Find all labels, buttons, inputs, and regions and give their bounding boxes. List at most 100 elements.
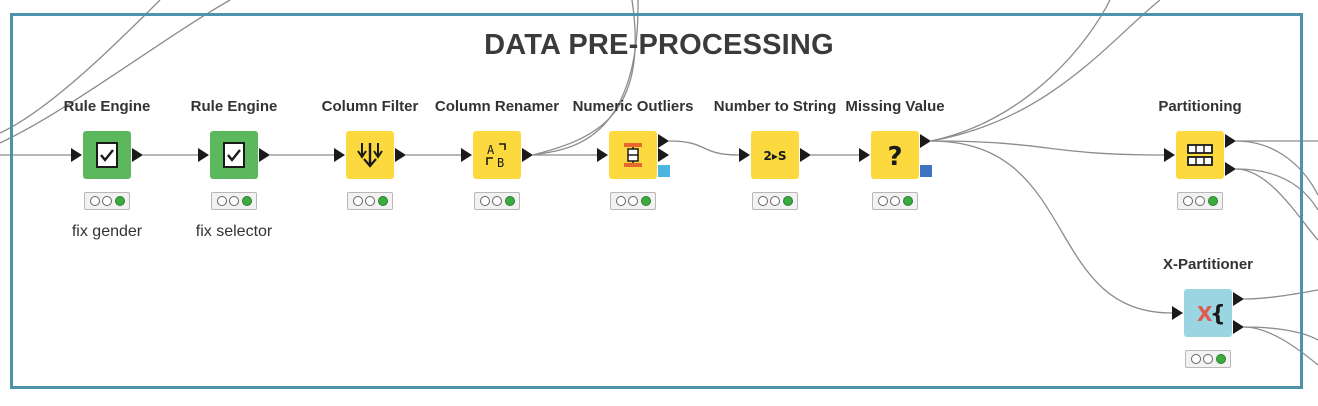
output-port[interactable] bbox=[522, 148, 533, 162]
svg-text:B: B bbox=[497, 156, 504, 170]
input-port[interactable] bbox=[334, 148, 345, 162]
status-light-off bbox=[615, 196, 626, 206]
connection-line[interactable] bbox=[930, 140, 1165, 156]
node-label-missing-value: Missing Value bbox=[845, 98, 945, 115]
outgoing-connection[interactable] bbox=[930, 0, 1111, 142]
column-filter-icon bbox=[346, 131, 394, 184]
svg-text:?: ? bbox=[887, 142, 902, 172]
node-comment-rule-engine-1[interactable]: fix gender bbox=[71, 223, 143, 240]
status-light-off bbox=[1203, 354, 1213, 364]
status-light-off bbox=[352, 196, 363, 206]
number-to-string-icon: 2▸S bbox=[751, 131, 799, 184]
node-x-partitioner[interactable]: X{ bbox=[1184, 289, 1232, 337]
output-port[interactable] bbox=[132, 148, 143, 162]
missing-value-icon: ? bbox=[871, 131, 919, 184]
output-port[interactable] bbox=[1225, 162, 1236, 176]
status-light-green bbox=[504, 196, 515, 206]
node-status-number-to-string bbox=[752, 192, 798, 210]
model-output-port[interactable] bbox=[920, 165, 932, 177]
input-port[interactable] bbox=[71, 148, 82, 162]
status-light-green bbox=[640, 196, 651, 206]
status-light-green bbox=[902, 196, 913, 206]
model-output-port[interactable] bbox=[658, 165, 670, 177]
node-label-rule-engine-2: Rule Engine bbox=[190, 98, 278, 115]
node-label-column-renamer: Column Renamer bbox=[434, 98, 560, 115]
node-label-partitioning: Partitioning bbox=[1158, 98, 1242, 115]
input-port[interactable] bbox=[198, 148, 209, 162]
node-status-missing-value bbox=[872, 192, 918, 210]
node-label-x-partitioner: X-Partitioner bbox=[1162, 256, 1253, 273]
status-light-green bbox=[782, 196, 793, 206]
status-light-off bbox=[770, 196, 780, 206]
node-label-numeric-outliers: Numeric Outliers bbox=[572, 98, 694, 115]
output-port[interactable] bbox=[800, 148, 811, 162]
status-light-off bbox=[890, 196, 900, 206]
status-light-off bbox=[102, 196, 112, 206]
input-port[interactable] bbox=[739, 148, 750, 162]
status-light-green bbox=[1215, 354, 1226, 364]
node-comment-rule-engine-2[interactable]: fix selector bbox=[195, 223, 273, 240]
status-light-off bbox=[757, 196, 768, 206]
output-port[interactable] bbox=[395, 148, 406, 162]
svg-text:A: A bbox=[487, 143, 495, 157]
outgoing-connection[interactable] bbox=[1235, 168, 1318, 241]
input-port[interactable] bbox=[597, 148, 608, 162]
input-port[interactable] bbox=[461, 148, 472, 162]
status-light-off bbox=[365, 196, 375, 206]
outgoing-connection[interactable] bbox=[1243, 326, 1318, 366]
output-port[interactable] bbox=[1225, 134, 1236, 148]
node-status-x-partitioner bbox=[1185, 350, 1231, 368]
node-rule-engine-2[interactable] bbox=[210, 131, 258, 179]
node-status-partitioning bbox=[1177, 192, 1223, 210]
node-status-column-filter bbox=[347, 192, 393, 210]
outgoing-connection[interactable] bbox=[1235, 140, 1318, 196]
svg-text:X: X bbox=[1197, 302, 1213, 326]
node-partitioning[interactable] bbox=[1176, 131, 1224, 179]
annotation-title: DATA PRE-PROCESSING bbox=[484, 29, 834, 61]
status-light-green bbox=[377, 196, 388, 206]
node-column-filter[interactable] bbox=[346, 131, 394, 179]
status-light-green bbox=[241, 196, 252, 206]
node-status-column-renamer bbox=[474, 192, 520, 210]
status-light-off bbox=[877, 196, 888, 206]
output-port[interactable] bbox=[920, 134, 931, 148]
x-partitioner-icon: X{ bbox=[1184, 289, 1232, 337]
node-number-to-string[interactable]: 2▸S bbox=[751, 131, 799, 179]
output-port[interactable] bbox=[259, 148, 270, 162]
svg-text:2▸S: 2▸S bbox=[763, 149, 786, 163]
outgoing-connection[interactable] bbox=[532, 0, 636, 156]
node-numeric-outliers[interactable] bbox=[609, 131, 657, 179]
output-port[interactable] bbox=[1233, 292, 1244, 306]
input-port[interactable] bbox=[1172, 306, 1183, 320]
status-light-off bbox=[229, 196, 239, 206]
connection-line[interactable] bbox=[668, 140, 740, 156]
status-light-off bbox=[1190, 354, 1201, 364]
input-port[interactable] bbox=[1164, 148, 1175, 162]
ports-layer bbox=[71, 134, 1244, 334]
node-missing-value[interactable]: ? bbox=[871, 131, 919, 179]
rule-engine-icon bbox=[210, 131, 258, 184]
outgoing-connection[interactable] bbox=[1235, 168, 1318, 211]
node-label-rule-engine-1: Rule Engine bbox=[63, 98, 151, 115]
node-status-rule-engine-1 bbox=[84, 192, 130, 210]
connection-line[interactable] bbox=[930, 140, 1173, 314]
incoming-connection[interactable] bbox=[0, 0, 231, 144]
output-port[interactable] bbox=[1233, 320, 1244, 334]
input-port[interactable] bbox=[859, 148, 870, 162]
status-light-green bbox=[114, 196, 125, 206]
status-light-off bbox=[492, 196, 502, 206]
status-light-green bbox=[1207, 196, 1218, 206]
node-label-number-to-string: Number to String bbox=[713, 98, 837, 115]
outgoing-connection[interactable] bbox=[930, 0, 1161, 142]
numeric-outliers-icon bbox=[609, 131, 657, 184]
svg-text:{: { bbox=[1210, 302, 1226, 327]
outgoing-connection[interactable] bbox=[1243, 289, 1318, 300]
output-port[interactable] bbox=[658, 134, 669, 148]
node-status-rule-engine-2 bbox=[211, 192, 257, 210]
output-port[interactable] bbox=[658, 148, 669, 162]
node-label-column-filter: Column Filter bbox=[321, 98, 419, 115]
node-rule-engine-1[interactable] bbox=[83, 131, 131, 179]
